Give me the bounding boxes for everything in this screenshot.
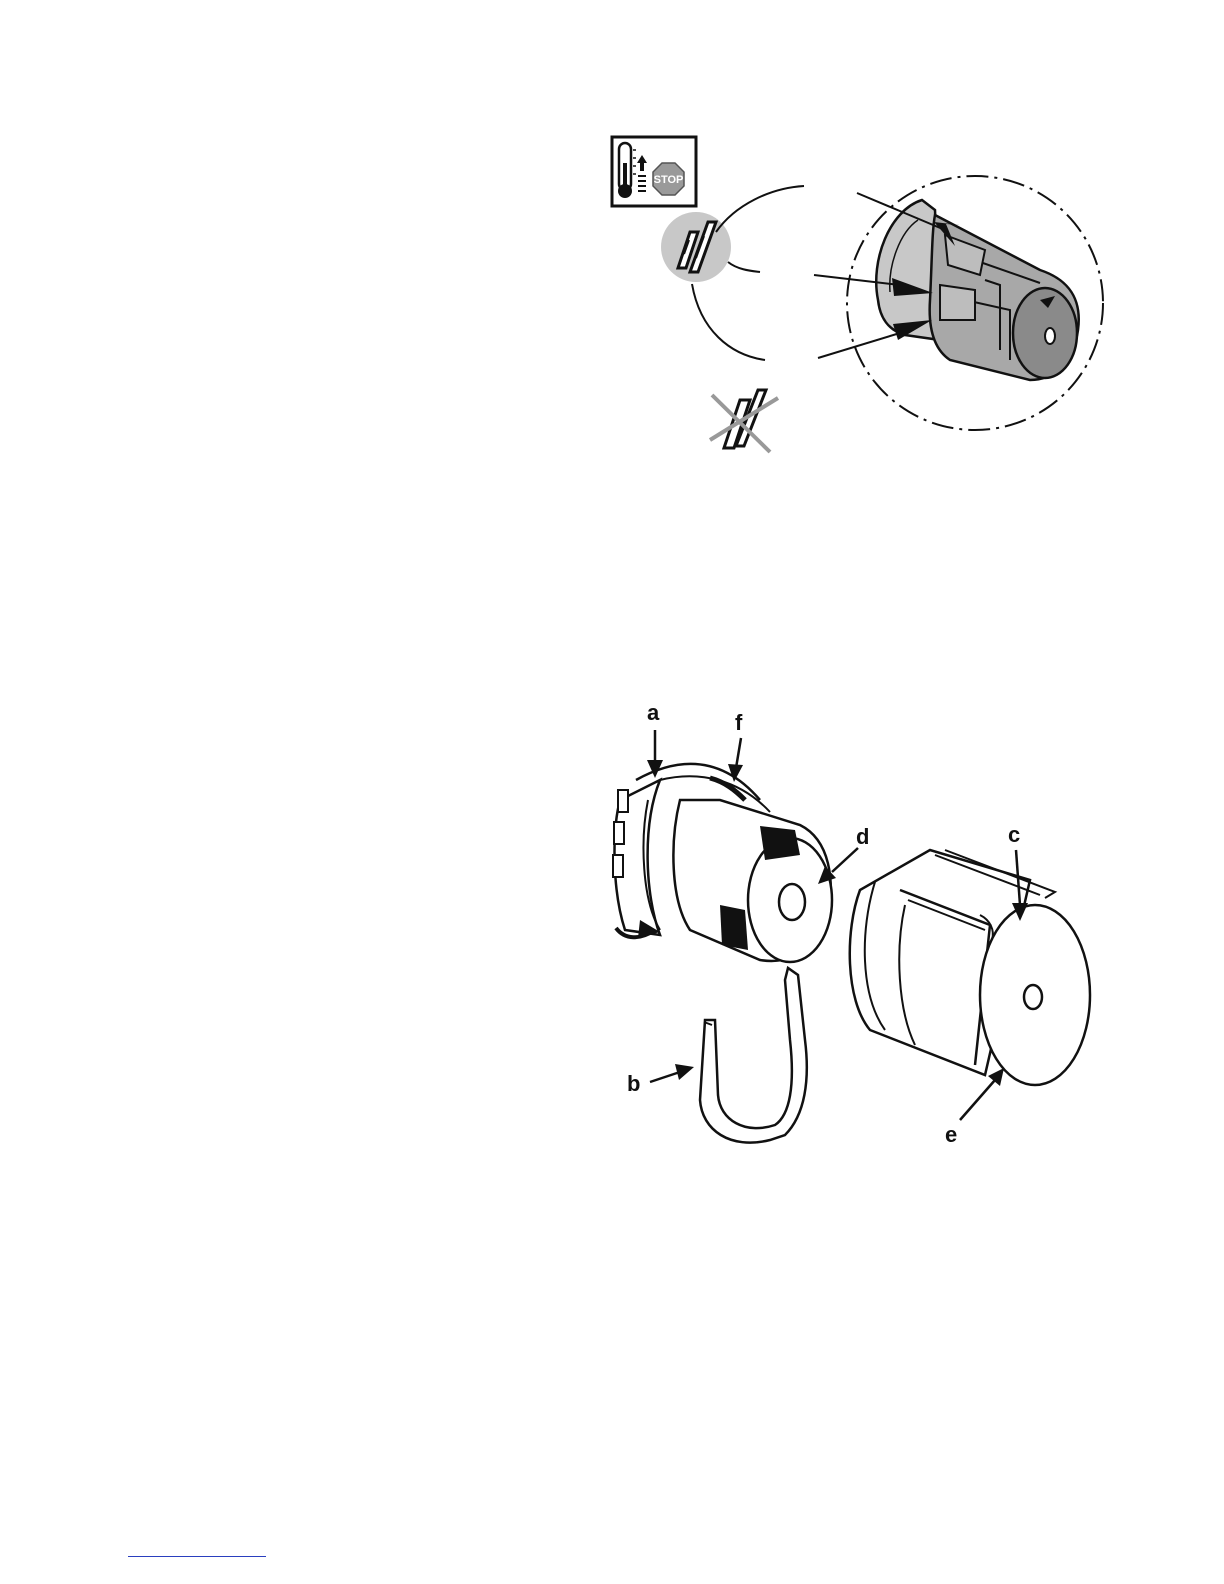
filter-part-coarse [613,764,832,962]
figure-filter-parts [0,680,1224,1180]
part-label-b: b [627,1071,640,1097]
clip-correct-icon [661,212,731,282]
connector-curve-bottom [692,284,765,360]
part-label-a: a [647,700,659,726]
part-label-f: f [735,710,742,736]
filter-part-fine [850,850,1090,1085]
connector-curve-mid [728,262,760,272]
stop-sign-icon: STOP [653,163,684,195]
part-label-c: c [1008,822,1020,848]
part-label-e: e [945,1122,957,1148]
part-label-d: d [856,824,869,850]
connector-curve-top [716,186,804,232]
thermometer-stop-box: STOP [612,137,696,206]
filter-clip-part [700,968,807,1143]
stop-sign-text: STOP [654,174,684,186]
figure-filter-clip-check: STOP [0,0,1224,520]
footer-rule [128,1556,266,1557]
clip-wrong-icon [710,390,778,452]
